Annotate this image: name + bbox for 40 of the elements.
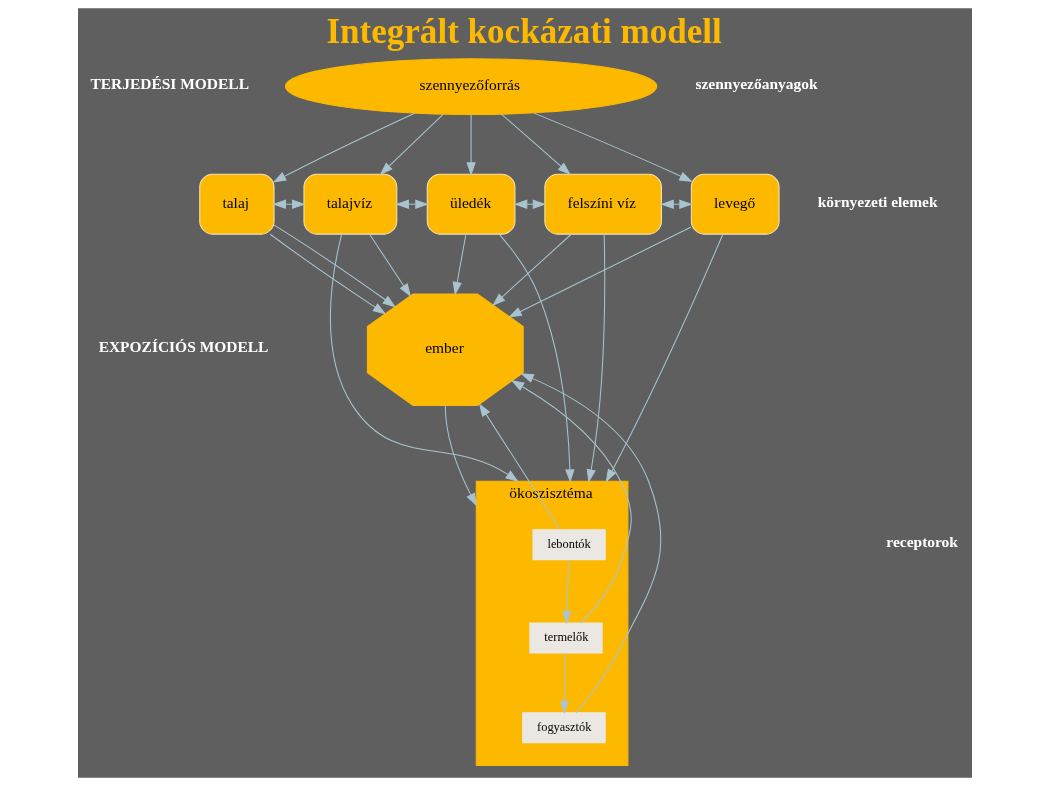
arrow [532, 112, 693, 182]
arrow [379, 113, 444, 176]
arrow [452, 233, 466, 296]
node-box: levegő [690, 173, 780, 235]
label: EXPOZÍCIÓS MODELL [98, 338, 268, 356]
arrow [272, 112, 415, 183]
label: környezeti elemek [817, 192, 938, 210]
arrow [269, 233, 386, 315]
arrow [519, 373, 661, 714]
node-box: lebontók [532, 529, 606, 561]
arrow [561, 559, 572, 625]
arrow [368, 233, 411, 297]
arrow [491, 233, 572, 306]
arrow [510, 380, 632, 624]
arrow [329, 233, 519, 483]
arrow [586, 233, 605, 483]
arrow [444, 404, 477, 507]
arrow [273, 224, 396, 308]
arrow [395, 199, 429, 209]
arrow [272, 199, 305, 209]
node-box: talaj [198, 173, 275, 235]
node-ellipse: szennyezőforrás [284, 58, 657, 115]
arrow [659, 199, 693, 209]
arrow [500, 113, 571, 175]
label: receptorok [885, 533, 958, 551]
arrow [513, 199, 546, 209]
label: TERJEDÉSI MODELL [89, 75, 249, 93]
arrow [507, 226, 692, 318]
node-box: felszíni víz [543, 173, 662, 235]
diagram-title: Integrált kockázati modell [325, 12, 722, 52]
node-box: üledék [426, 173, 515, 235]
node-box: termelők [528, 622, 603, 654]
arrow [605, 233, 723, 483]
arrow [465, 114, 476, 176]
node-box: talajvíz [302, 173, 397, 235]
node-box: fogyasztók [521, 712, 606, 744]
arrow [559, 652, 569, 715]
arrow [478, 403, 561, 531]
label: szennyezőanyagok [694, 75, 818, 93]
arrow [498, 233, 575, 483]
